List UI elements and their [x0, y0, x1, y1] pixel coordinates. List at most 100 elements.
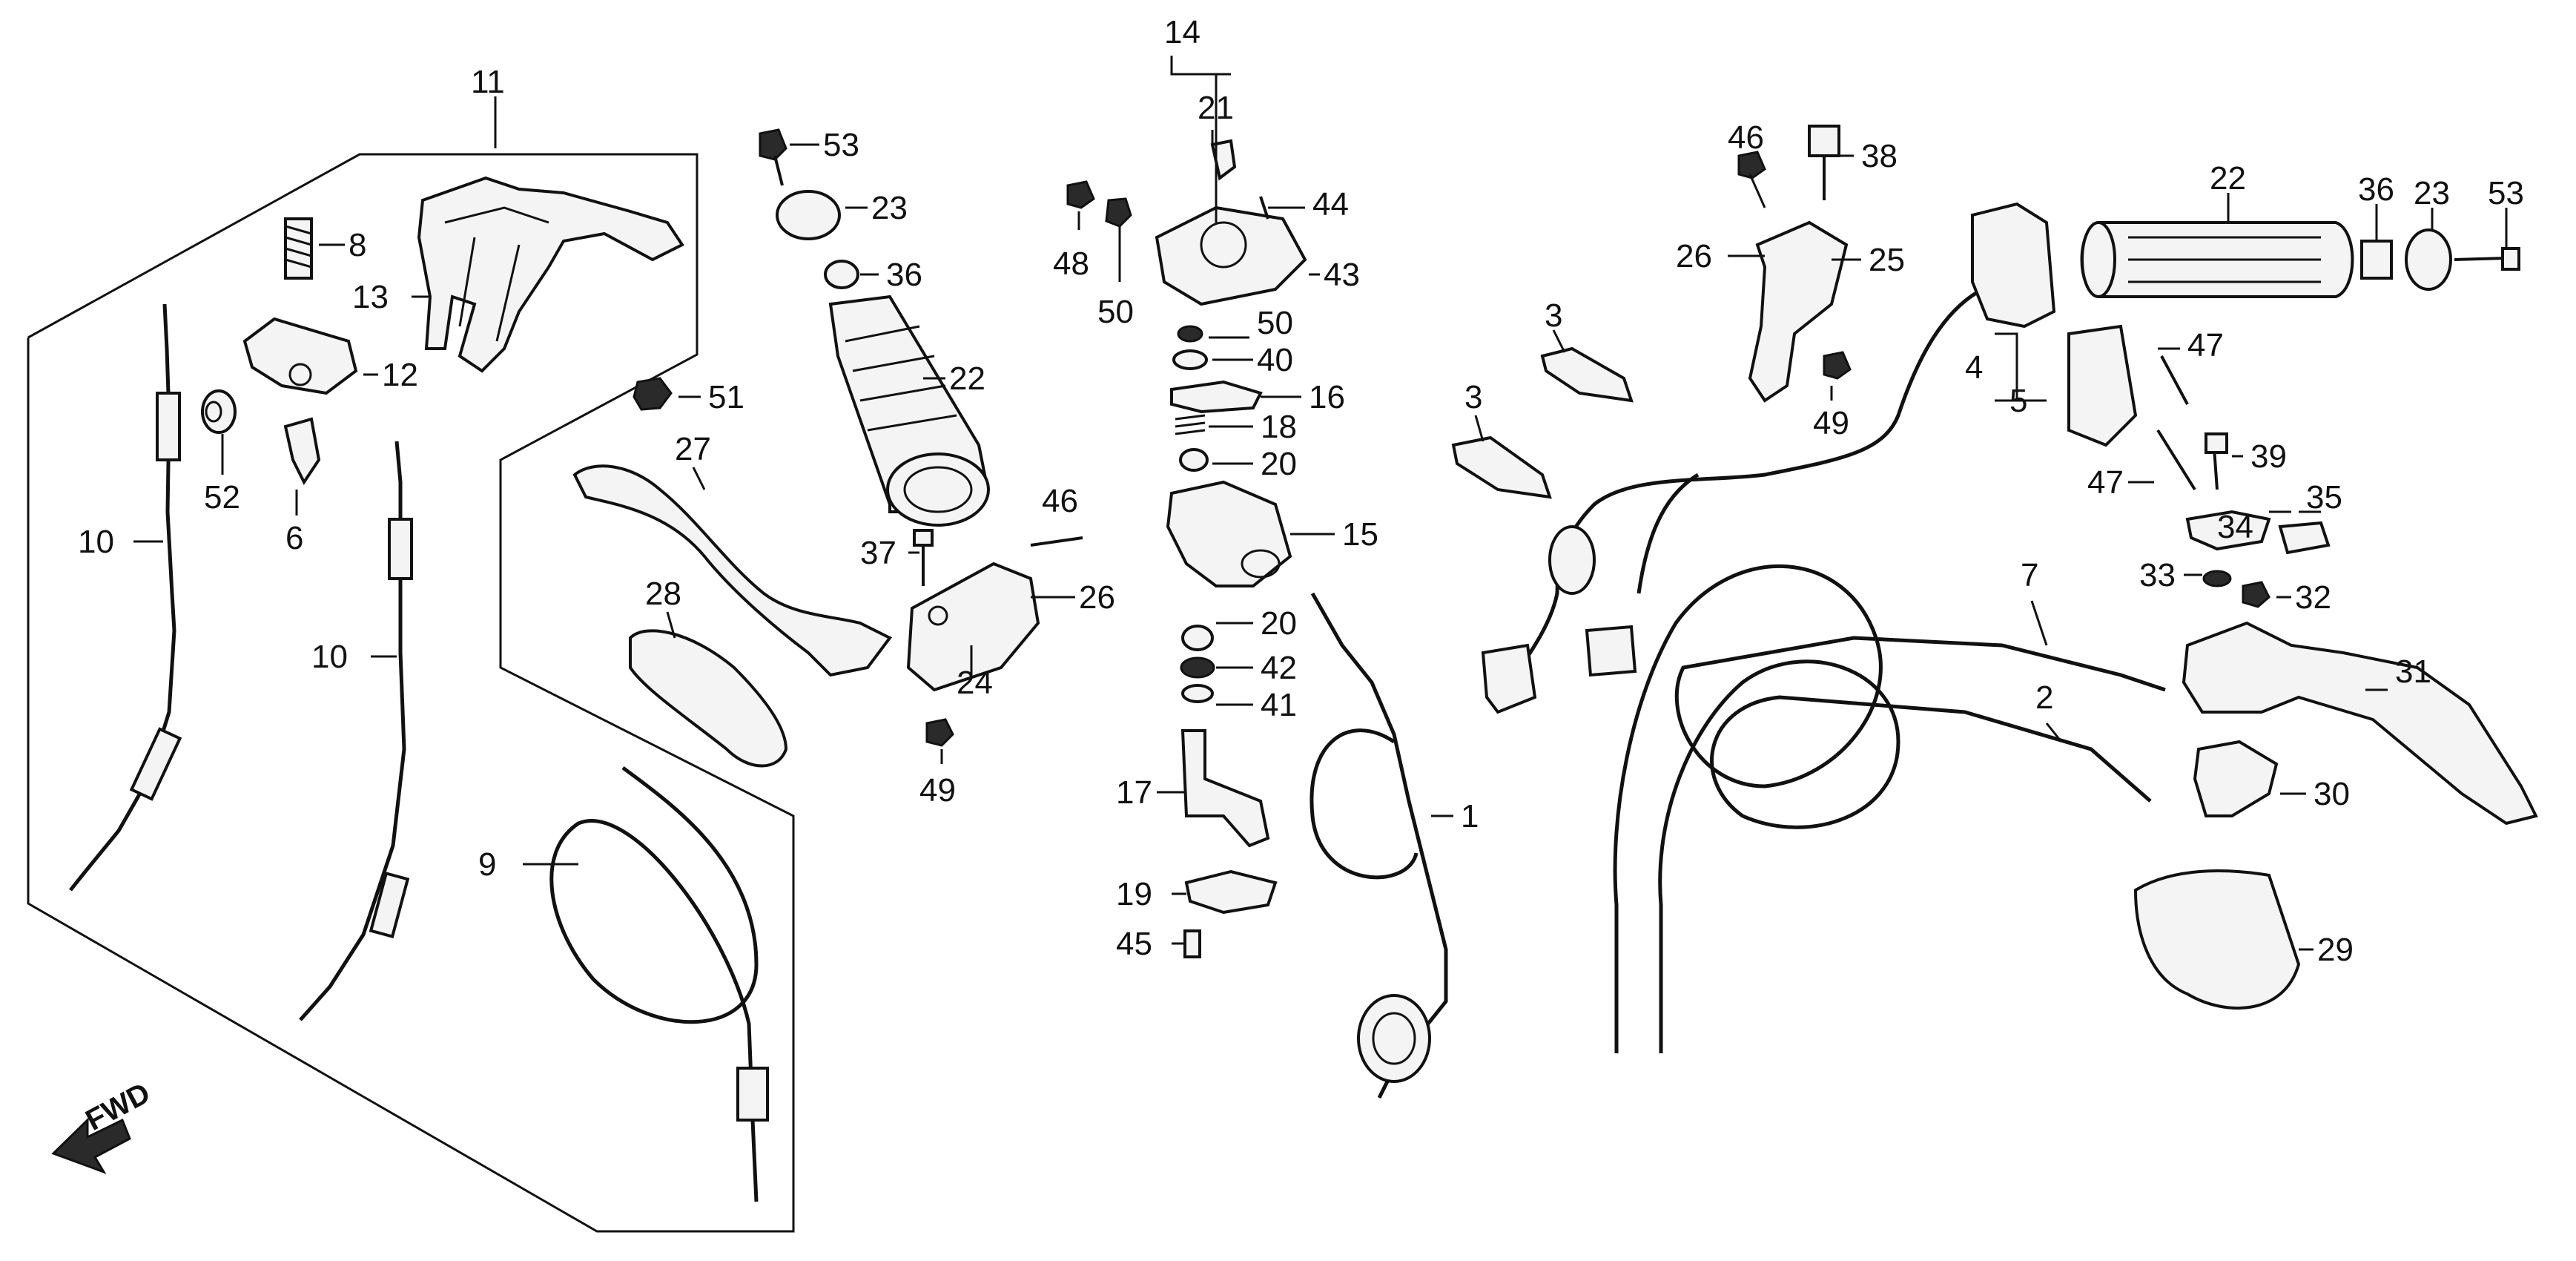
lever-cover-part — [629, 629, 788, 768]
switch-screws — [2156, 355, 2228, 491]
callout-31: 31 — [2395, 653, 2431, 690]
callout-24: 24 — [957, 665, 993, 701]
callout-22-a: 22 — [949, 360, 985, 397]
callout-35: 35 — [2306, 479, 2342, 516]
callout-15: 15 — [1342, 516, 1378, 553]
lever-cover-right — [2133, 869, 2301, 1010]
callout-11: 11 — [471, 64, 505, 100]
callout-34: 34 — [2217, 509, 2253, 545]
clutch-lever-part — [572, 464, 893, 677]
callout-20-b: 20 — [1261, 605, 1297, 642]
callout-30: 30 — [2314, 776, 2350, 812]
holder-part — [242, 317, 358, 395]
callout-53-b: 53 — [2488, 175, 2524, 211]
choke-cable-b — [299, 441, 413, 1021]
throttle-cable — [1310, 592, 1448, 1099]
callout-40: 40 — [1257, 342, 1293, 378]
brake-cable-2 — [1658, 659, 2152, 1053]
throttle-internal-parts — [1170, 325, 1263, 472]
callout-50-a: 50 — [1097, 294, 1134, 330]
callout-1: 1 — [1461, 798, 1479, 834]
wire-clamp-a — [1540, 346, 1634, 403]
throttle-housing-body — [1166, 480, 1292, 703]
callout-36-a: 36 — [886, 257, 922, 293]
callout-33: 33 — [2139, 557, 2176, 593]
callout-39: 39 — [2250, 438, 2287, 475]
callout-53-a: 53 — [823, 127, 859, 163]
callout-10-a: 10 — [78, 524, 114, 560]
throttle-cable-loop — [549, 766, 769, 1202]
callout-26-a: 26 — [1079, 579, 1115, 616]
callout-3-a: 3 — [1545, 297, 1562, 334]
wire-harness — [1481, 280, 2003, 714]
grip-right-part — [2080, 221, 2520, 298]
callout-4: 4 — [1965, 349, 1983, 386]
callout-labels: 11 8 13 12 52 6 10 10 51 53 23 36 22 27 … — [78, 14, 2524, 1137]
callout-16: 16 — [1309, 379, 1345, 415]
callout-36-b: 36 — [2358, 171, 2394, 208]
callout-5: 5 — [2009, 383, 2027, 419]
leader-lines — [133, 56, 2508, 951]
callout-9: 9 — [478, 846, 496, 883]
callout-49-a: 49 — [919, 772, 956, 809]
master-holder-part — [1737, 125, 1852, 403]
wire-clamp-b — [1451, 435, 1552, 499]
callout-21: 21 — [1198, 90, 1234, 126]
callout-47-a: 47 — [2187, 327, 2224, 363]
grip-left-part — [759, 128, 990, 527]
callout-2: 2 — [2035, 679, 2053, 716]
lever-bracket-part — [417, 176, 684, 373]
callout-29: 29 — [2317, 932, 2354, 968]
callout-23-a: 23 — [871, 190, 908, 226]
callout-49-b: 49 — [1813, 405, 1849, 441]
callout-42: 42 — [1261, 650, 1297, 686]
callout-51: 51 — [708, 379, 744, 415]
callout-41: 41 — [1261, 687, 1297, 723]
throttle-housing-cover — [1066, 139, 1307, 306]
callout-25: 25 — [1869, 242, 1905, 278]
callout-37: 37 — [860, 535, 896, 571]
callout-46-a: 46 — [1042, 483, 1078, 519]
callout-18: 18 — [1261, 409, 1297, 445]
callout-28: 28 — [645, 576, 681, 612]
callout-32: 32 — [2295, 579, 2331, 616]
handlebar-switch-part — [1971, 202, 2138, 447]
nut-part — [633, 377, 673, 411]
callout-3-b: 3 — [1464, 379, 1482, 415]
fwd-orientation-arrow — [51, 1117, 131, 1174]
callout-6: 6 — [285, 520, 303, 556]
callout-17: 17 — [1116, 774, 1152, 811]
callout-20-a: 20 — [1261, 446, 1297, 482]
callout-14: 14 — [1164, 14, 1201, 50]
callout-47-b: 47 — [2087, 464, 2124, 501]
callout-13: 13 — [352, 279, 389, 315]
callout-12: 12 — [382, 357, 418, 393]
callout-26-b: 26 — [1676, 238, 1712, 274]
callout-46-b: 46 — [1728, 119, 1764, 156]
callout-10-b: 10 — [311, 639, 348, 675]
callout-44: 44 — [1312, 186, 1349, 223]
callout-19: 19 — [1116, 876, 1152, 912]
callout-23-b: 23 — [2414, 175, 2450, 211]
switch-holder-part — [906, 529, 1083, 747]
clip-part — [283, 417, 321, 485]
callout-7: 7 — [2021, 557, 2038, 593]
callout-27: 27 — [675, 431, 711, 467]
callout-50-b: 50 — [1257, 305, 1293, 341]
spring-part — [284, 217, 313, 280]
callout-8: 8 — [349, 227, 366, 263]
left-assembly-outline — [27, 153, 795, 1233]
callout-45: 45 — [1116, 926, 1152, 962]
callout-43: 43 — [1324, 257, 1360, 293]
brake-cable-7 — [1613, 564, 2166, 1053]
callout-38: 38 — [1861, 138, 1898, 174]
collar-part — [201, 389, 237, 434]
callout-22-b: 22 — [2210, 160, 2246, 197]
callout-48: 48 — [1053, 246, 1089, 282]
lever-pivot-parts — [2185, 510, 2331, 608]
choke-cable-a — [69, 303, 182, 892]
lever-bracket-lower — [2193, 740, 2279, 817]
throttle-lever-part — [1180, 729, 1278, 958]
callout-52: 52 — [204, 479, 240, 516]
